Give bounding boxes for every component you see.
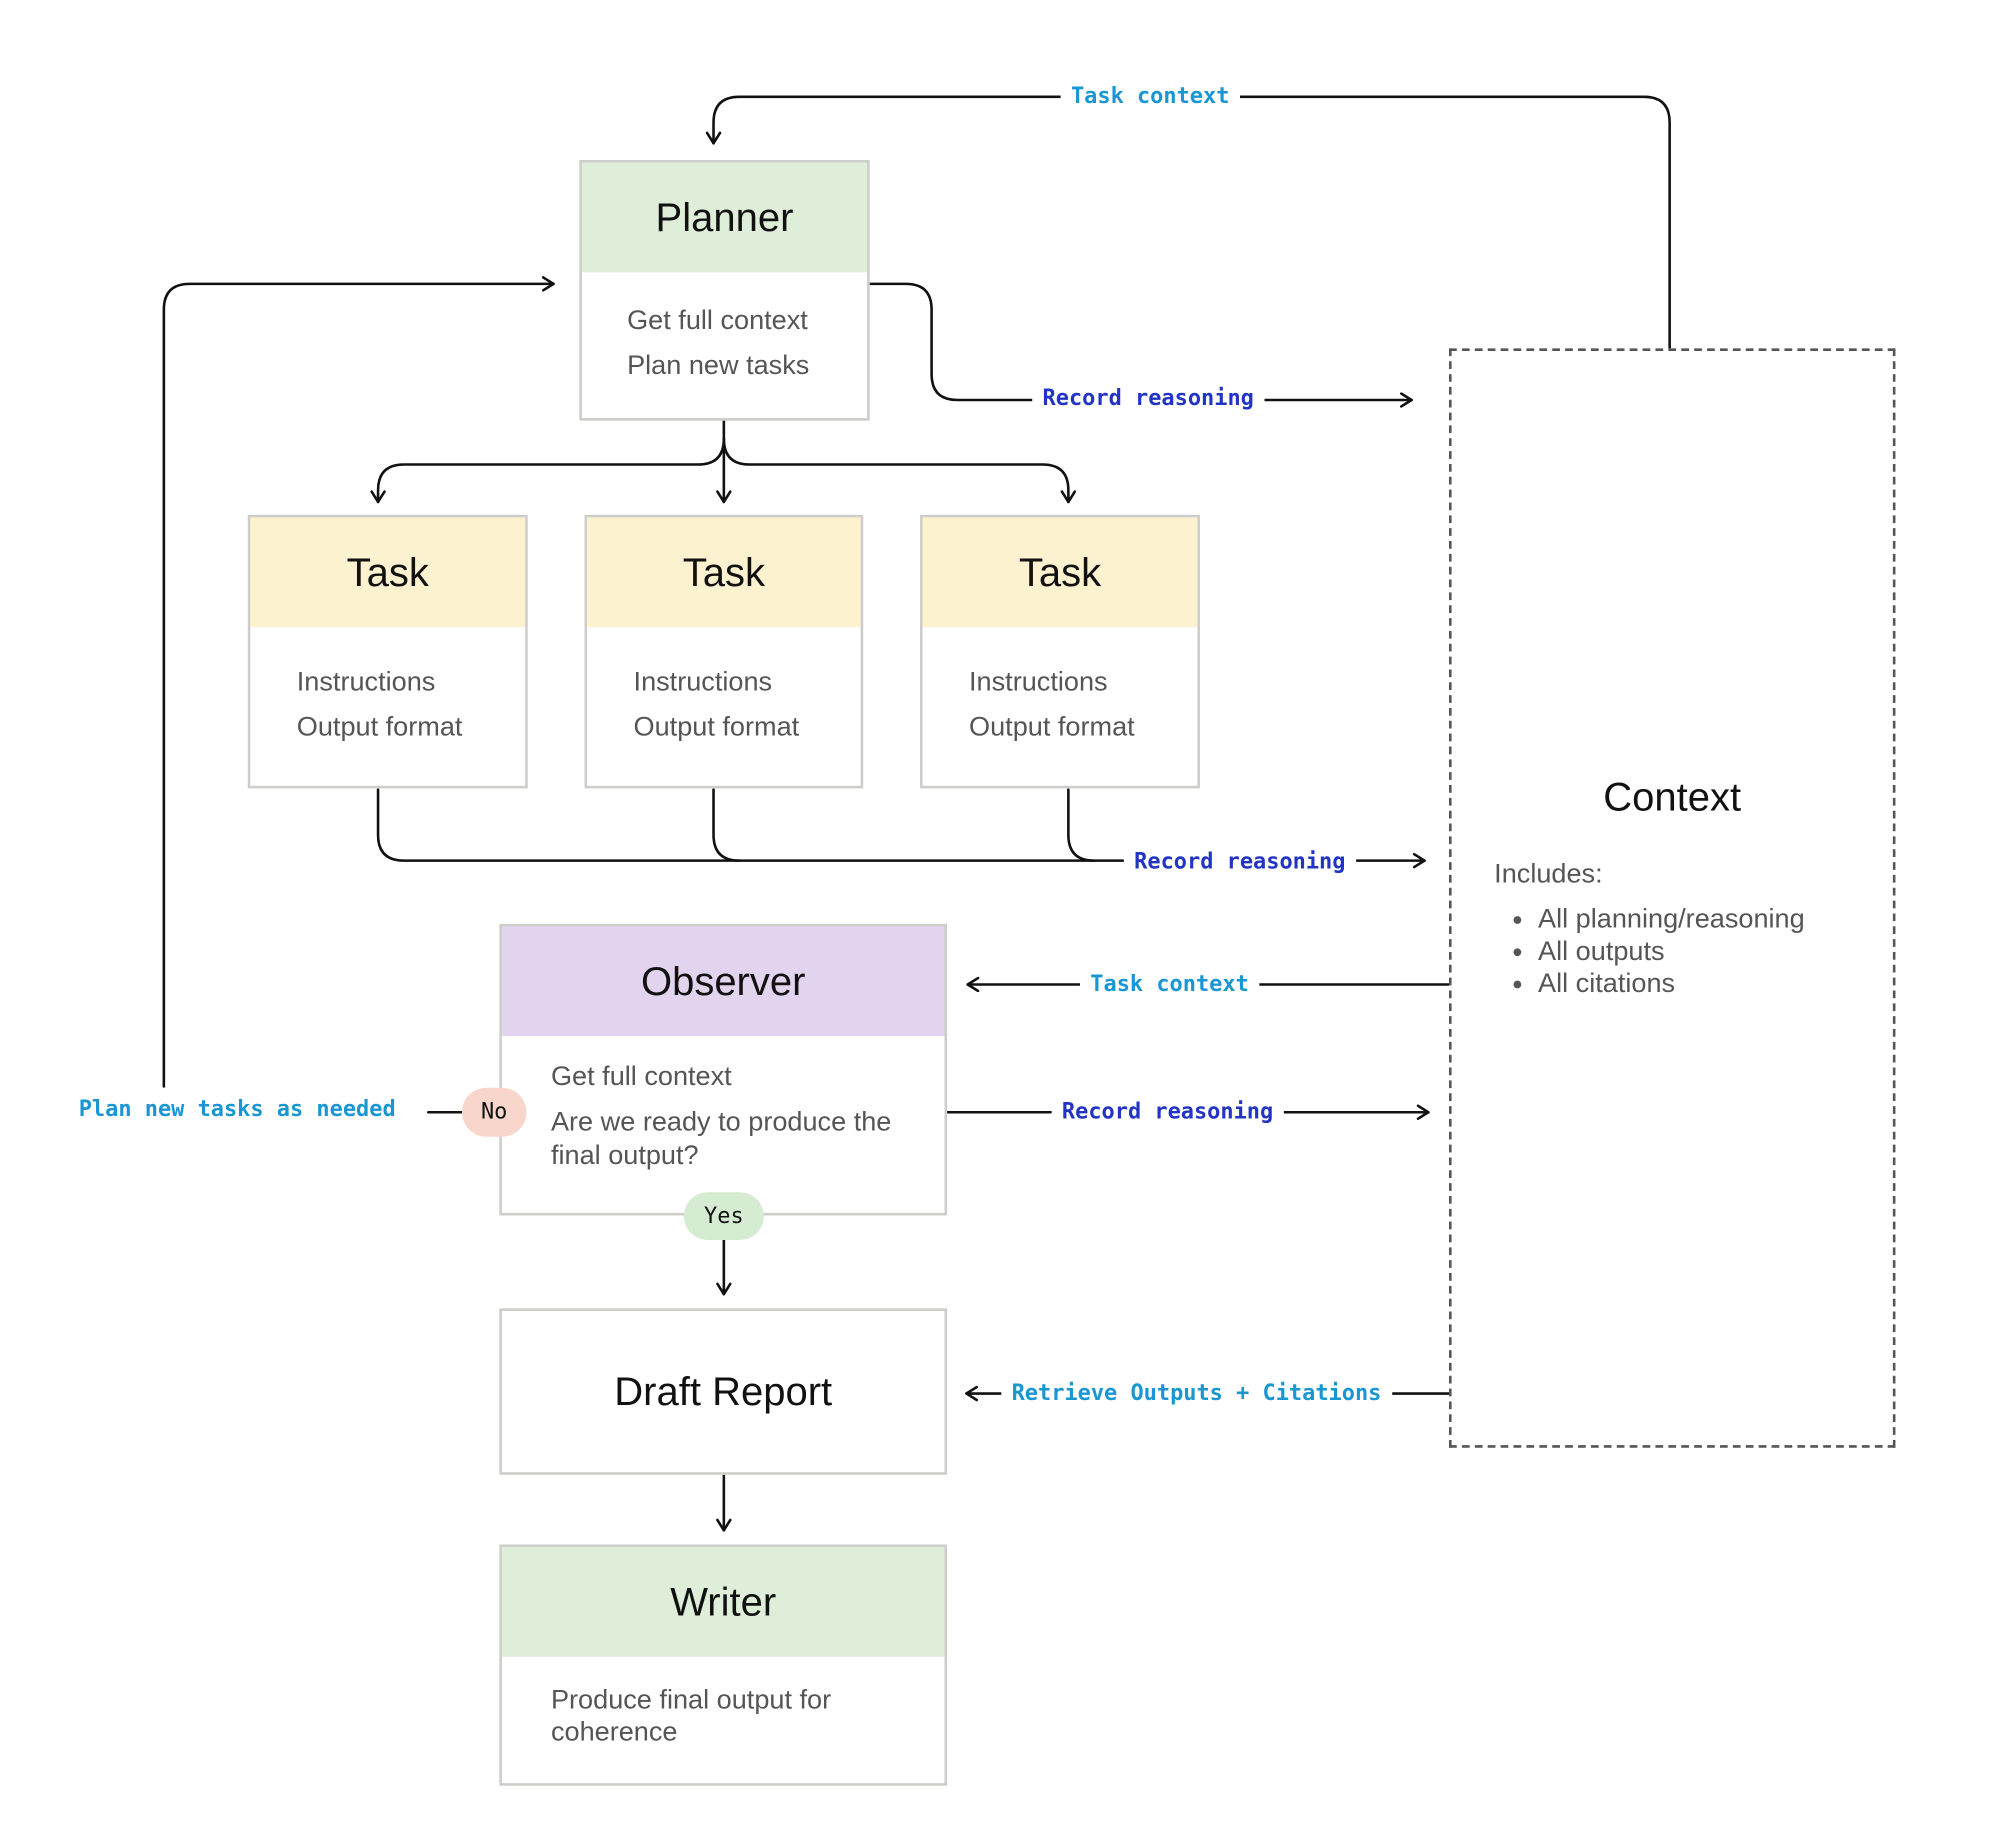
writer-title: Writer <box>501 1547 945 1657</box>
connector-task-center-merge <box>712 788 741 862</box>
connector-planner-to-task-left <box>370 437 726 504</box>
planner-line: Plan new tasks <box>627 350 810 381</box>
context-subtitle: Includes: <box>1494 859 1603 890</box>
task-line: Instructions <box>296 667 436 697</box>
label-task-context-top: Task context <box>1060 81 1240 113</box>
planner-line: Get full context <box>627 305 808 336</box>
connector-planner-reasoning <box>868 282 1413 408</box>
task-line: Instructions <box>969 667 1108 697</box>
observer-body: Get full context Are we ready to produce… <box>551 1061 925 1173</box>
task-title: Task <box>250 517 526 628</box>
task-body: Instructions Output format <box>969 659 1195 749</box>
task-line: Instructions <box>633 667 773 697</box>
task-line: Output format <box>633 712 800 742</box>
task-node-2[interactable]: Task Instructions Output format <box>584 514 864 789</box>
label-record-reasoning-tasks: Record reasoning <box>1123 846 1356 878</box>
context-title: Context <box>1603 774 1742 820</box>
connector-task-left-merge <box>376 788 1426 869</box>
label-retrieve-outputs: Retrieve Outputs + Citations <box>1001 1378 1392 1410</box>
label-plan-new-tasks: Plan new tasks as needed <box>68 1094 406 1126</box>
no-pill[interactable]: No <box>461 1087 527 1137</box>
draft-report-node[interactable]: Draft Report <box>499 1308 948 1475</box>
task-node-3[interactable]: Task Instructions Output format <box>919 514 1200 789</box>
planner-node[interactable]: Planner Get full context Plan new tasks <box>579 159 870 421</box>
context-item: All outputs <box>1538 935 1805 967</box>
connector-no-to-planner <box>162 276 555 1088</box>
planner-title: Planner <box>581 162 868 273</box>
connector-task-right-merge <box>1067 788 1096 862</box>
observer-line: Get full context <box>550 1061 732 1092</box>
draft-report-title: Draft Report <box>614 1368 833 1414</box>
label-task-context-observer: Task context <box>1079 969 1260 1000</box>
writer-node[interactable]: Writer Produce final output for coherenc… <box>499 1544 948 1786</box>
writer-line: Produce final output for coherence <box>550 1685 832 1748</box>
planner-body: Get full context Plan new tasks <box>627 298 859 388</box>
context-item: All planning/reasoning <box>1538 903 1805 935</box>
task-line: Output format <box>969 712 1135 742</box>
observer-title: Observer <box>501 926 945 1037</box>
task-title: Task <box>587 517 861 628</box>
yes-pill[interactable]: Yes <box>683 1192 764 1240</box>
task-body: Instructions Output format <box>634 659 860 749</box>
task-title: Task <box>922 517 1198 628</box>
label-record-reasoning-planner: Record reasoning <box>1032 383 1265 415</box>
label-record-reasoning-observer: Record reasoning <box>1051 1096 1284 1128</box>
connector-planner-to-task-right <box>722 437 1077 504</box>
context-node[interactable]: Context Includes: All planning/reasoning… <box>1449 348 1896 1448</box>
task-line: Output format <box>296 712 463 742</box>
task-node-1[interactable]: Task Instructions Output format <box>247 514 528 789</box>
writer-body: Produce final output for coherence <box>551 1684 886 1749</box>
context-list: All planning/reasoning All outputs All c… <box>1494 903 1805 1000</box>
context-item: All citations <box>1538 968 1805 1000</box>
observer-node[interactable]: Observer Get full context Are we ready t… <box>499 923 948 1216</box>
observer-line: Are we ready to produce the final output… <box>550 1107 892 1171</box>
task-body: Instructions Output format <box>297 659 523 749</box>
